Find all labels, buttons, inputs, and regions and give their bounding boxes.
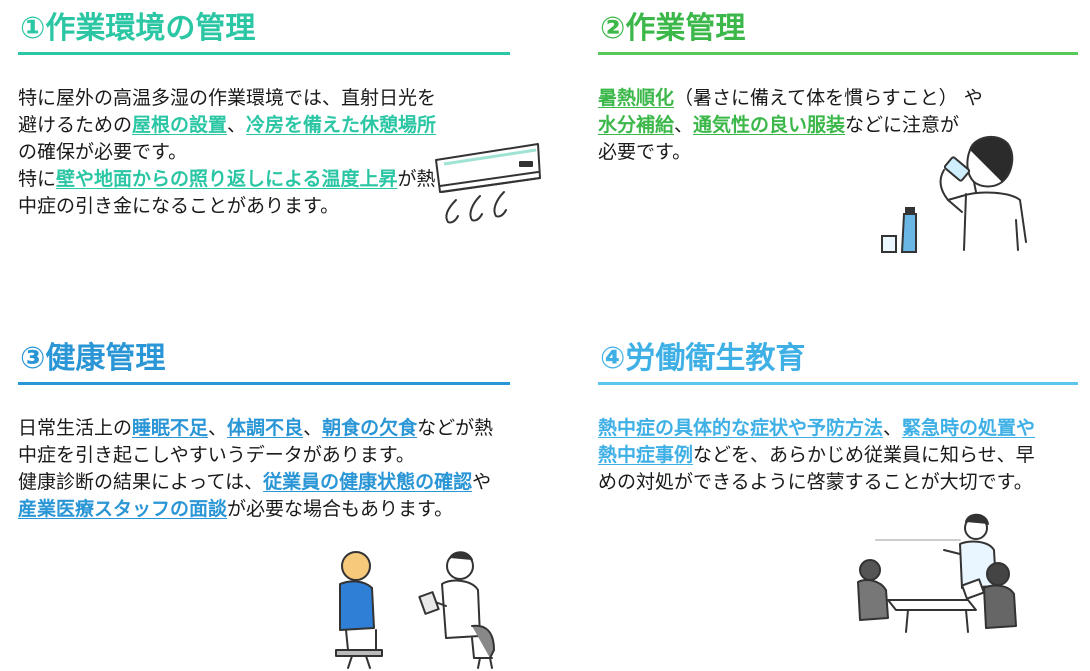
body-text-run: 、 [883,417,903,439]
body-text-run: 特に [18,168,57,190]
highlight-link[interactable]: 冷房を備えた休憩場所 [246,114,437,136]
section-divider [18,52,510,55]
highlight-link[interactable]: 屋根の設置 [132,114,228,136]
body-text-run: （暑さに備えて体を慣らすこと） や [674,87,983,109]
highlight-link[interactable]: 通気性の良い服装 [693,114,846,136]
body-text-run: 、 [227,114,247,136]
section-divider [18,382,510,385]
body-text-run: などが熱中症を引き起こしやすいうデータがあります。 [18,417,494,466]
section-work-environment: ①作業環境の管理 特に屋外の高温多湿の作業環境では、直射日光を避けるための屋根の… [18,10,510,220]
highlight-link[interactable]: 体調不良 [227,417,304,439]
highlight-link[interactable]: 睡眠不足 [132,417,209,439]
drinking-water-person-icon [881,135,1027,253]
highlight-link[interactable]: 水分補給 [598,114,675,136]
body-text-run: が必要な場合もあります。 [227,498,454,520]
body-text-run: の確保が必要です。 [18,141,188,163]
body-text-run: が熱中症の引き金になることがあります。 [18,168,436,217]
body-text-run: 、 [303,417,323,439]
highlight-link[interactable]: 壁や地面からの照り返しによる温度上昇 [56,168,398,190]
body-text-run: 日常生活上の [18,417,133,439]
highlight-link[interactable]: 暑熱順化 [598,87,675,109]
highlight-link[interactable]: 朝食の欠食 [322,417,418,439]
body-text-run: 必要です。 [598,141,692,163]
section-divider [598,52,1078,55]
body-text-run: などを、あらかじめ従業員に知らせ、早めの対処ができるように啓蒙することが大切です… [598,444,1035,493]
section-body: 特に屋外の高温多湿の作業環境では、直射日光を避けるための屋根の設置、冷房を備えた… [18,85,438,220]
section-title: ①作業環境の管理 [20,11,256,46]
section-health-management: ③健康管理 日常生活上の睡眠不足、体調不良、朝食の欠食などが熱中症を引き起こしや… [18,340,510,523]
section-title: ③健康管理 [20,341,166,376]
highlight-link[interactable]: 緊急時の処置や熱中症事例 [598,417,1036,466]
body-text-run: 、 [674,114,694,136]
section-body: 熱中症の具体的な症状や予防方法、緊急時の処置や熱中症事例などを、あらかじめ従業員… [598,415,1053,496]
body-text-run: や [472,471,492,493]
section-title: ②作業管理 [600,11,746,46]
body-text-run: 健康診断の結果によっては、 [18,471,264,493]
body-text-run: 特に屋外の高温多湿の作業環境では、直射日光を避けるための [18,87,437,136]
body-text-run: 、 [208,417,228,439]
body-text-run: などに注意が [845,114,960,136]
section-health-education: ④労働衛生教育 熱中症の具体的な症状や予防方法、緊急時の処置や熱中症事例などを、… [598,340,1078,496]
highlight-link[interactable]: 産業医療スタッフの面談 [18,498,228,520]
highlight-link[interactable]: 従業員の健康状態の確認 [263,471,473,493]
section-divider [598,382,1078,385]
training-meeting-icon [857,513,1017,633]
air-conditioner-icon [435,143,541,224]
section-title: ④労働衛生教育 [600,341,806,376]
health-interview-icon [335,551,495,669]
section-body: 日常生活上の睡眠不足、体調不良、朝食の欠食などが熱中症を引き起こしやすいうデータ… [18,415,494,523]
section-body: 暑熱順化（暑さに備えて体を慣らすこと） や水分補給、通気性の良い服装などに注意が… [598,85,1048,166]
highlight-link[interactable]: 熱中症の具体的な症状や予防方法 [598,417,884,439]
section-work-management: ②作業管理 暑熱順化（暑さに備えて体を慣らすこと） や水分補給、通気性の良い服装… [598,10,1078,166]
